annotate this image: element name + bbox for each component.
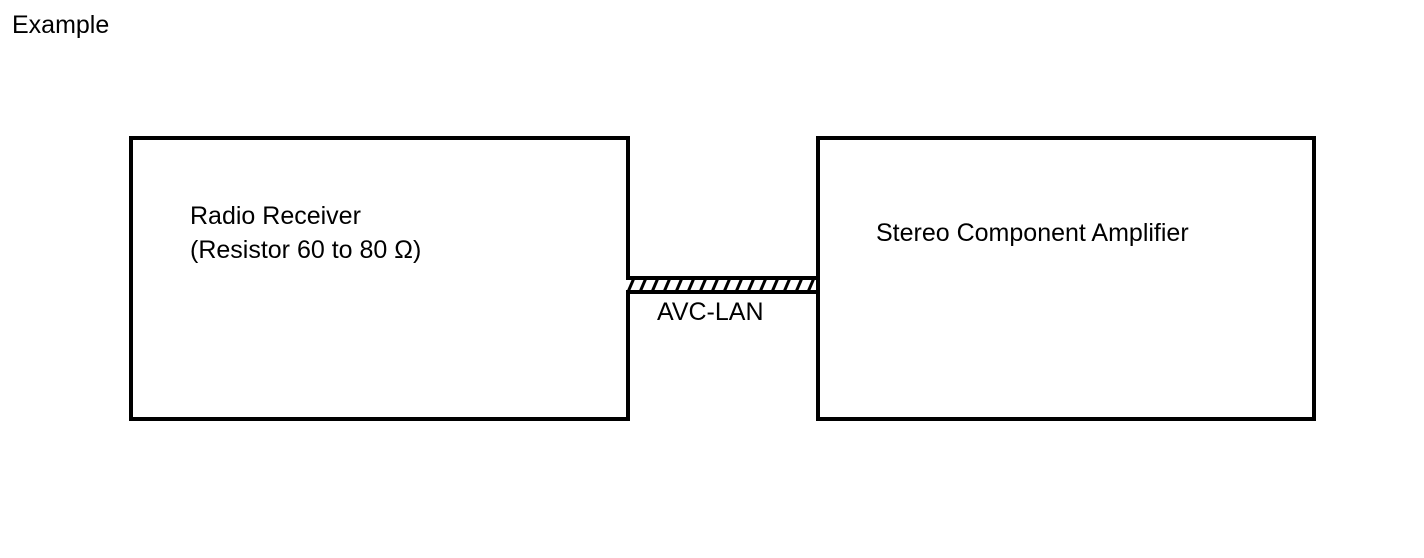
radio-receiver-box: Radio Receiver (Resistor 60 to 80 Ω) — [129, 136, 630, 421]
bus-hatch-stroke — [650, 278, 660, 292]
radio-receiver-title: Radio Receiver — [190, 202, 361, 230]
bus-hatch-stroke — [722, 278, 732, 292]
radio-receiver-resistor-note: (Resistor 60 to 80 Ω) — [190, 236, 422, 264]
bus-hatch-stroke — [710, 278, 720, 292]
avc-lan-bus-line — [626, 276, 820, 294]
bus-hatch-stroke — [674, 278, 684, 292]
avc-lan-label: AVC-LAN — [657, 298, 764, 326]
bus-hatch-stroke — [806, 278, 816, 292]
bus-hatch-stroke — [662, 278, 672, 292]
bus-hatch-stroke — [698, 278, 708, 292]
stereo-component-amplifier-label: Stereo Component Amplifier — [876, 216, 1189, 250]
bus-hatch-stroke — [770, 278, 780, 292]
page-label: Example — [12, 11, 110, 39]
bus-hatch-stroke — [746, 278, 756, 292]
bus-hatch-stroke — [758, 278, 768, 292]
bus-hatch-stroke — [782, 278, 792, 292]
bus-hatch-stroke — [794, 278, 804, 292]
bus-hatch-stroke — [686, 278, 696, 292]
stereo-component-amplifier-title: Stereo Component Amplifier — [876, 219, 1189, 247]
bus-hatch-stroke — [638, 278, 648, 292]
bus-hatch-stroke — [626, 278, 636, 292]
bus-hatch-stroke — [734, 278, 744, 292]
radio-receiver-label: Radio Receiver (Resistor 60 to 80 Ω) — [190, 199, 421, 267]
stereo-component-amplifier-box: Stereo Component Amplifier — [816, 136, 1316, 421]
